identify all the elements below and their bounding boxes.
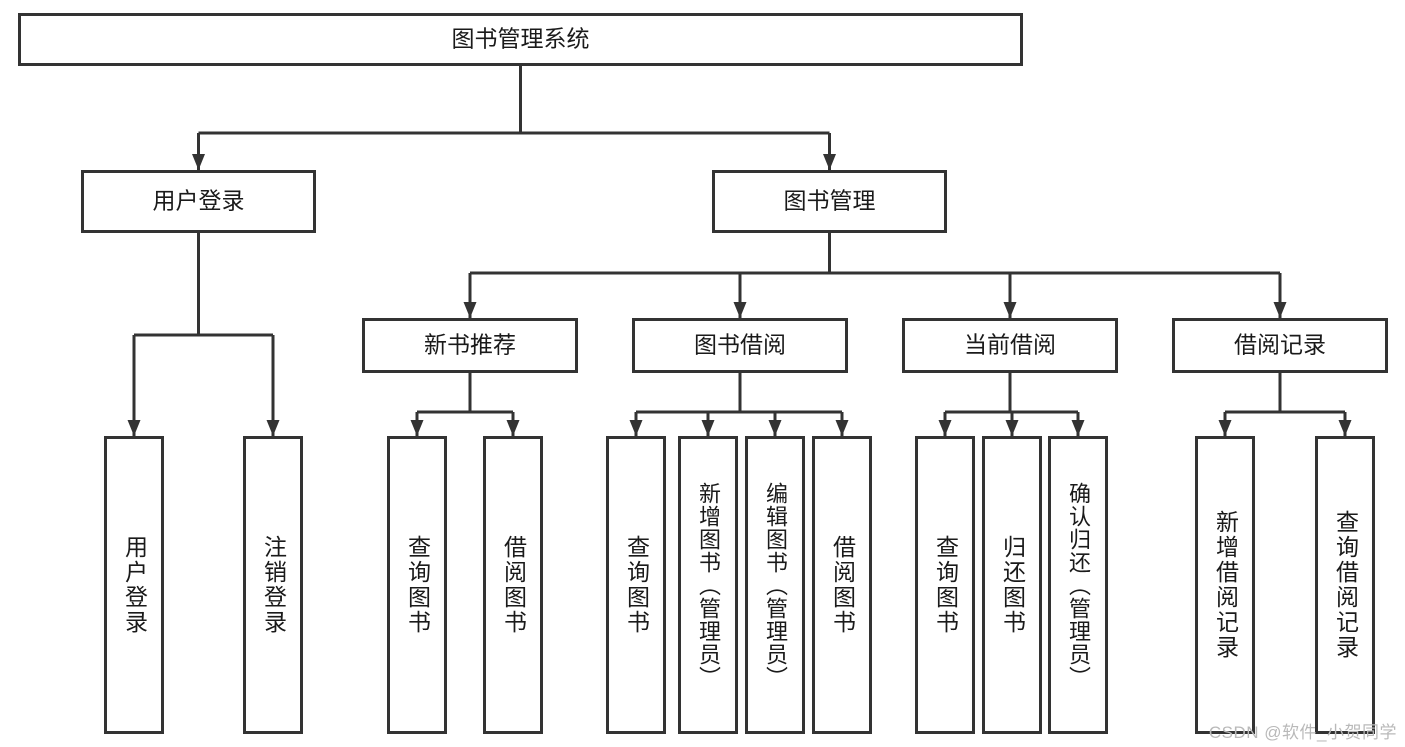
edge-arrowhead	[266, 420, 280, 436]
edge-arrowhead	[768, 420, 782, 436]
node-box-new-book-rec[interactable]	[362, 318, 578, 373]
node-box-leaf-borrow-book[interactable]	[812, 436, 872, 734]
edge-arrowhead	[1338, 420, 1352, 436]
node-box-book-borrow[interactable]	[632, 318, 848, 373]
edge-arrowhead	[629, 420, 643, 436]
edge-arrowhead	[835, 420, 849, 436]
node-label-borrow-record: 借阅记录	[1234, 332, 1326, 358]
node-box-leaf-query-book-cur[interactable]	[915, 436, 975, 734]
edge-arrowhead	[410, 420, 424, 436]
node-box-leaf-query-book-rec[interactable]	[387, 436, 447, 734]
node-box-leaf-query-record[interactable]	[1315, 436, 1375, 734]
node-box-leaf-add-record[interactable]	[1195, 436, 1255, 734]
node-box-leaf-return-book[interactable]	[982, 436, 1042, 734]
node-box-user-login[interactable]	[81, 170, 316, 233]
node-label-book-mgmt: 图书管理	[784, 188, 876, 214]
node-label-book-borrow: 图书借阅	[694, 332, 786, 358]
node-boxes-layer	[18, 13, 1388, 734]
edge-arrowhead	[1218, 420, 1232, 436]
edge-arrowhead	[733, 302, 747, 318]
csdn-watermark: CSDN @软件_小贺同学	[1208, 723, 1397, 742]
node-label-root: 图书管理系统	[452, 26, 590, 52]
edge-arrowhead	[701, 420, 715, 436]
node-box-leaf-query-book-borrow[interactable]	[606, 436, 666, 734]
node-box-current-borrow[interactable]	[902, 318, 1118, 373]
edge-arrowhead	[192, 154, 205, 170]
edge-arrowhead	[506, 420, 520, 436]
node-box-root[interactable]	[18, 13, 1023, 66]
node-label-new-book-rec: 新书推荐	[424, 332, 516, 358]
node-box-leaf-add-book[interactable]	[678, 436, 738, 734]
node-box-leaf-borrow-book-rec[interactable]	[483, 436, 543, 734]
node-box-borrow-record[interactable]	[1172, 318, 1388, 373]
node-label-user-login: 用户登录	[153, 188, 245, 214]
edge-arrowhead	[463, 302, 477, 318]
edge-arrowhead	[1071, 420, 1085, 436]
connectors-layer	[127, 66, 1352, 436]
node-box-book-mgmt[interactable]	[712, 170, 947, 233]
node-label-current-borrow: 当前借阅	[964, 332, 1056, 358]
node-box-leaf-confirm-return[interactable]	[1048, 436, 1108, 734]
node-box-leaf-user-login[interactable]	[104, 436, 164, 734]
edge-arrowhead	[1003, 302, 1017, 318]
edge-arrowhead	[823, 154, 836, 170]
edge-arrowhead	[1273, 302, 1287, 318]
edge-arrowhead	[1005, 420, 1019, 436]
node-box-leaf-edit-book[interactable]	[745, 436, 805, 734]
edge-arrowhead	[938, 420, 952, 436]
node-box-leaf-logout[interactable]	[243, 436, 303, 734]
edge-arrowhead	[127, 420, 141, 436]
